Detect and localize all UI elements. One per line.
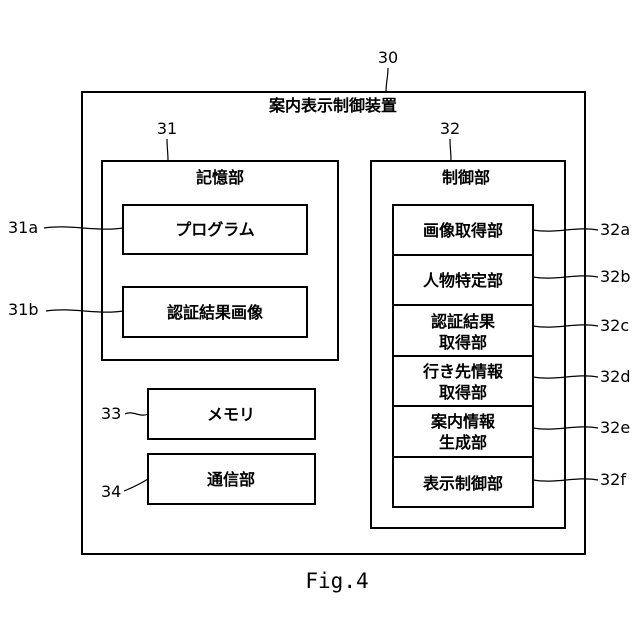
figure-label: Fig.4 xyxy=(305,569,368,593)
comm-label: 通信部 xyxy=(207,470,255,489)
memory-label: メモリ xyxy=(207,405,255,424)
auth-image-label: 認証結果画像 xyxy=(167,303,264,322)
person-id-label: 人物特定部 xyxy=(423,271,503,290)
leader-auth-image xyxy=(46,310,123,312)
leader-program xyxy=(44,227,123,229)
ref-control: 32 xyxy=(440,119,460,138)
ref-storage: 31 xyxy=(157,119,177,138)
display-ctrl-label: 表示制御部 xyxy=(422,474,503,493)
leader-device xyxy=(386,68,388,92)
guidance-line2: 生成部 xyxy=(439,433,487,452)
leader-control xyxy=(450,139,451,161)
device-title: 案内表示制御装置 xyxy=(268,96,397,115)
auth-result-line2: 取得部 xyxy=(439,333,487,352)
auth-result-line1: 認証結果 xyxy=(431,312,495,331)
leader-memory xyxy=(125,413,148,415)
destination-line2: 取得部 xyxy=(439,383,487,402)
ref-comm: 34 xyxy=(101,482,121,501)
ref-auth-result: 32c xyxy=(600,316,629,335)
leader-comm xyxy=(124,479,148,491)
ref-auth-image: 31b xyxy=(8,300,39,319)
ref-program: 31a xyxy=(8,218,38,237)
ref-device: 30 xyxy=(378,48,398,67)
control-unit-title: 制御部 xyxy=(442,168,490,187)
ref-image-acq: 32a xyxy=(600,220,630,239)
ref-person-id: 32b xyxy=(600,267,631,286)
storage-unit-title: 記憶部 xyxy=(196,168,244,187)
ref-memory: 33 xyxy=(101,404,121,423)
ref-destination: 32d xyxy=(600,367,631,386)
program-label: プログラム xyxy=(175,220,255,239)
guidance-line1: 案内情報 xyxy=(430,412,496,431)
image-acq-label: 画像取得部 xyxy=(423,221,503,240)
leader-storage xyxy=(167,139,168,161)
ref-display-ctrl: 32f xyxy=(600,470,626,489)
ref-guidance: 32e xyxy=(600,418,630,437)
destination-line1: 行き先情報 xyxy=(422,362,504,381)
storage-unit-frame xyxy=(102,161,338,360)
